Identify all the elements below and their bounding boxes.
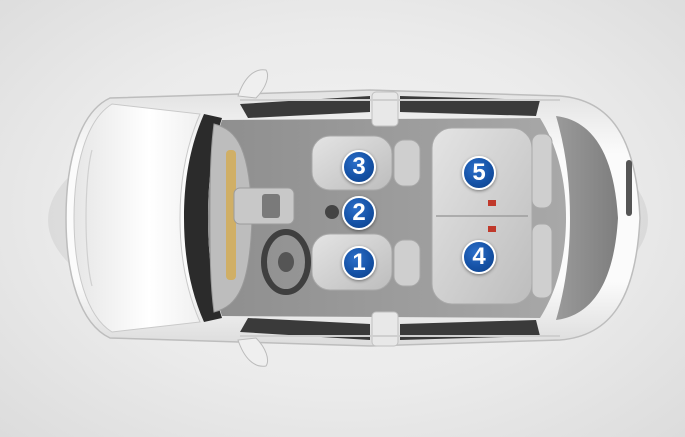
b-pillar-top [371,91,399,127]
seat-front-bottom [311,233,421,291]
steering-wheel [261,229,311,295]
seat-marker-4: 4 [462,240,496,274]
front-left-window [240,96,370,118]
hood [73,103,201,333]
seat-marker-5: 5 [462,156,496,190]
seat-marker-2: 2 [342,196,376,230]
hood-crease [85,149,93,287]
trunk-area [556,116,618,320]
seat-marker-3: 3 [342,150,376,184]
cupholder [325,205,339,219]
rear-spoiler-light [626,160,632,216]
b-pillar-bottom [371,311,399,347]
rear-bench [431,127,553,305]
dash-trim [226,150,236,280]
mirror-left [237,69,269,99]
seat-marker-1: 1 [342,246,376,280]
front-right-window [240,318,370,340]
mirror-right [237,337,269,367]
shifter [262,194,280,218]
windshield [184,114,222,322]
steering-hub [278,252,294,272]
